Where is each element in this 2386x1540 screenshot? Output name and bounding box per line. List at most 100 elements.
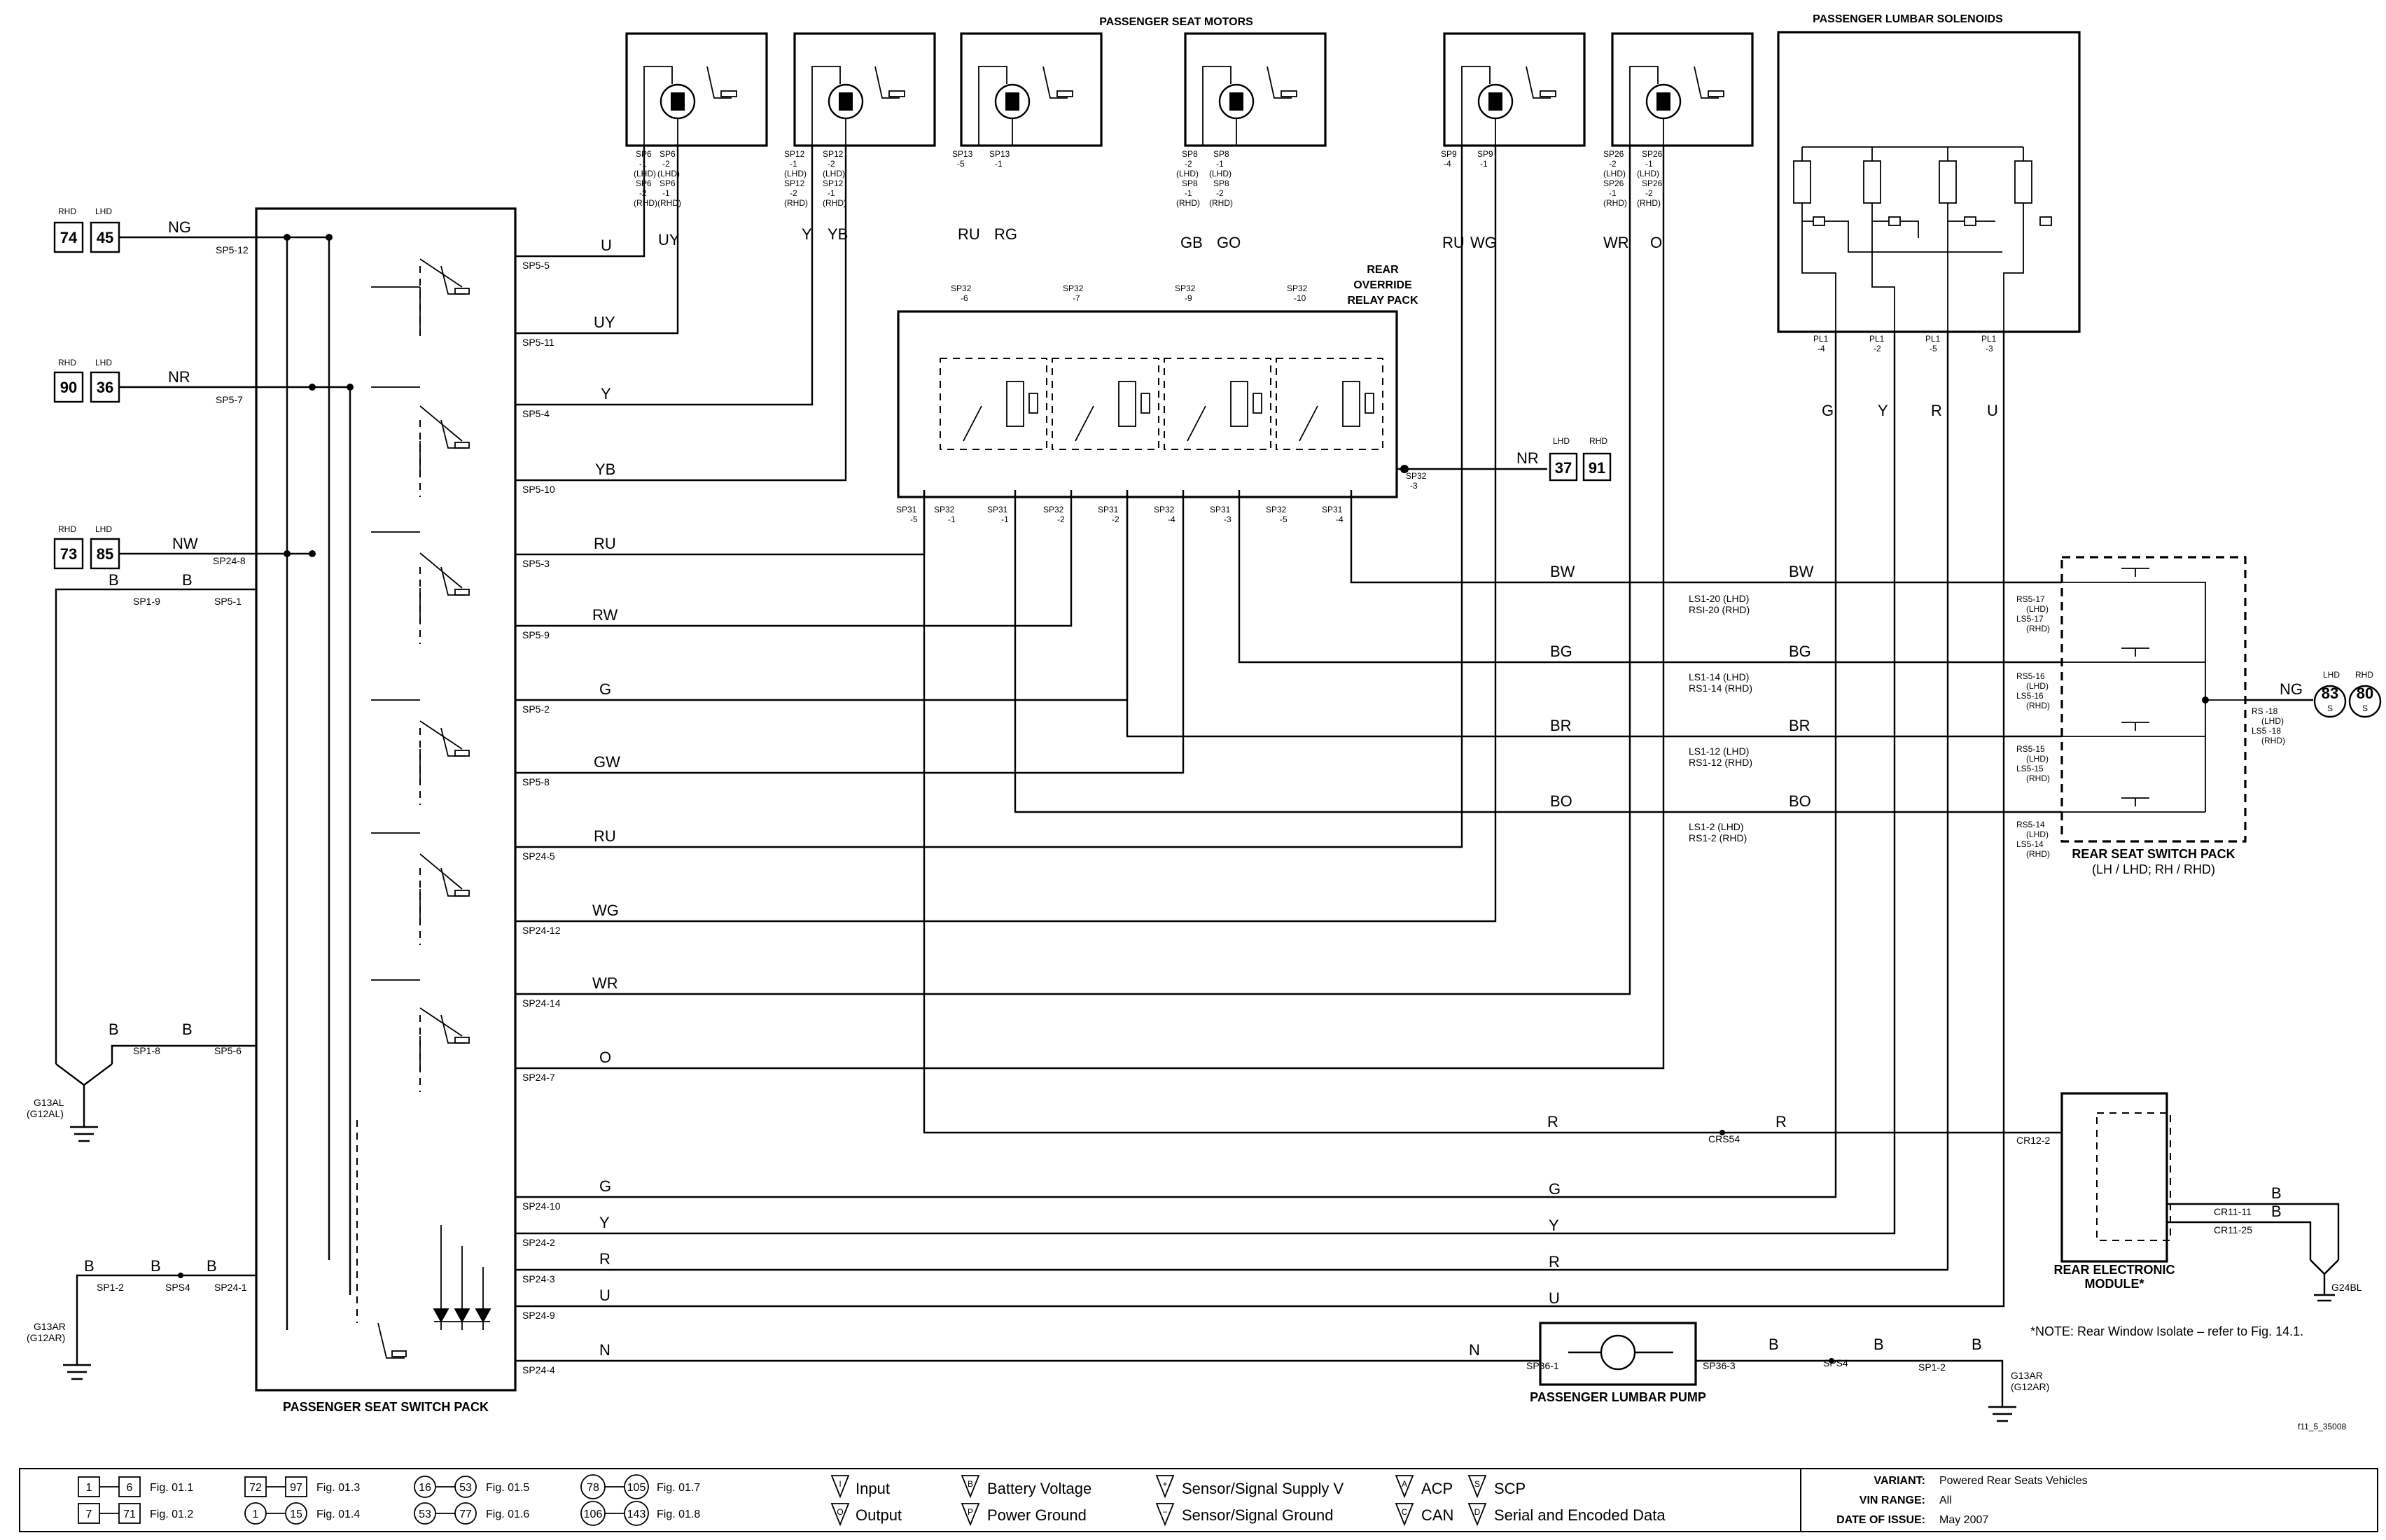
svg-text:PASSENGER SEAT SWITCH PACK: PASSENGER SEAT SWITCH PACK (283, 1400, 489, 1414)
svg-text:SP24-10: SP24-10 (522, 1200, 561, 1212)
svg-text:RG: RG (994, 225, 1017, 243)
svg-text:(G12AL): (G12AL) (27, 1108, 64, 1119)
svg-text:NR: NR (1516, 449, 1539, 467)
svg-text:VIN RANGE:: VIN RANGE: (1860, 1494, 1925, 1506)
svg-text:BW: BW (1550, 563, 1575, 580)
svg-text:SP26: SP26 (1642, 178, 1663, 188)
svg-text:G24BL: G24BL (2331, 1282, 2362, 1293)
svg-text:SP32: SP32 (1175, 284, 1196, 293)
svg-text:RS5-14: RS5-14 (2016, 820, 2045, 830)
svg-text:WR: WR (592, 974, 618, 992)
svg-text:R: R (1547, 1113, 1558, 1130)
junction-dots (178, 234, 2209, 1364)
svg-text:BO: BO (1789, 792, 1811, 810)
svg-text:(LHD): (LHD) (2261, 716, 2284, 726)
lumbar-pin-labels: PL1-4 PL1-2 PL1-5 PL1-3 (1813, 334, 1997, 354)
svg-text:-5: -5 (910, 514, 918, 524)
svg-text:(LHD): (LHD) (1176, 169, 1199, 178)
relay-ground: SP32 -3 NR LHD RHD 37 91 (1397, 436, 1612, 491)
svg-text:77: 77 (459, 1508, 472, 1520)
svg-text:PASSENGER LUMBAR PUMP: PASSENGER LUMBAR PUMP (1530, 1390, 1706, 1404)
svg-text:(LHD): (LHD) (823, 169, 845, 178)
svg-text:GB: GB (1180, 234, 1203, 251)
svg-text:85: 85 (97, 545, 113, 563)
svg-text:I: I (839, 1479, 841, 1489)
svg-text:G13AR: G13AR (34, 1321, 66, 1332)
svg-text:YB: YB (828, 225, 848, 243)
svg-text:WG: WG (1470, 234, 1497, 251)
svg-text:SP12: SP12 (784, 178, 805, 188)
rear-seat-switch-pack: REAR SEAT SWITCH PACK (LH / LHD; RH / RH… (2060, 556, 2247, 876)
svg-text:REAR ELECTRONIC: REAR ELECTRONIC (2053, 1263, 2175, 1277)
svg-text:SP32: SP32 (1043, 505, 1064, 514)
svg-text:CR11-11: CR11-11 (2214, 1206, 2252, 1217)
svg-text:(LHD): (LHD) (1637, 169, 1659, 178)
svg-text:-3: -3 (1986, 344, 1993, 354)
svg-text:S: S (2327, 704, 2333, 713)
svg-text:SP36-3: SP36-3 (1703, 1360, 1736, 1371)
seat-motors (625, 32, 1754, 147)
svg-text:All: All (1939, 1494, 1952, 1506)
svg-text:80: 80 (2357, 685, 2373, 702)
svg-text:SP9: SP9 (1441, 149, 1457, 159)
svg-text:WG: WG (592, 902, 619, 919)
svg-text:DATE OF ISSUE:: DATE OF ISSUE: (1836, 1514, 1925, 1526)
svg-text:SP31: SP31 (896, 505, 917, 514)
svg-text:(RHD): (RHD) (2026, 849, 2050, 859)
svg-text:B: B (151, 1257, 161, 1275)
svg-text:G: G (1822, 402, 1834, 419)
svg-text:53: 53 (459, 1482, 472, 1494)
svg-text:(LHD): (LHD) (1209, 169, 1232, 178)
svg-text:PL1: PL1 (1869, 334, 1885, 344)
svg-text:SP24-5: SP24-5 (522, 850, 555, 862)
svg-text:PL1: PL1 (1981, 334, 1997, 344)
svg-text:S: S (1474, 1479, 1480, 1489)
svg-text:MODULE*: MODULE* (2085, 1277, 2144, 1291)
svg-text:B: B (2271, 1184, 2282, 1202)
svg-text:B: B (1972, 1336, 1982, 1353)
svg-text:SP8: SP8 (1213, 178, 1229, 188)
relay-top-pin-labels: SP32-6 SP32-7 SP32-9 SP32-10 (951, 284, 1308, 303)
svg-text:B: B (109, 1021, 119, 1038)
svg-text:B: B (182, 1021, 193, 1038)
svg-text:SP1-8: SP1-8 (133, 1045, 160, 1056)
svg-text:SP5-4: SP5-4 (522, 408, 550, 419)
svg-text:LHD: LHD (95, 358, 112, 368)
svg-text:G: G (599, 1177, 611, 1195)
svg-text:SP8: SP8 (1182, 178, 1198, 188)
svg-text:May 2007: May 2007 (1939, 1514, 1988, 1526)
svg-text:SP6: SP6 (660, 149, 676, 159)
svg-text:Battery Voltage: Battery Voltage (987, 1480, 1091, 1497)
svg-text:-2: -2 (828, 159, 835, 169)
svg-text:-2: -2 (790, 188, 797, 198)
svg-text:BG: BG (1789, 643, 1811, 660)
svg-text:Output: Output (856, 1506, 902, 1524)
svg-text:U: U (601, 237, 612, 254)
svg-text:ACP: ACP (1421, 1480, 1453, 1497)
svg-text:LS5-17: LS5-17 (2016, 614, 2044, 624)
svg-text:(RHD): (RHD) (1209, 198, 1233, 208)
svg-text:YB: YB (595, 461, 615, 478)
svg-text:106: 106 (584, 1508, 603, 1520)
svg-text:WR: WR (1603, 234, 1629, 251)
seat-icon (706, 66, 1724, 99)
svg-text:(RHD): (RHD) (634, 198, 657, 208)
svg-text:(RHD): (RHD) (1603, 198, 1627, 208)
svg-text:-1: -1 (1216, 159, 1224, 169)
svg-text:SP5-9: SP5-9 (522, 629, 550, 640)
svg-text:B: B (968, 1479, 973, 1489)
svg-text:B: B (2271, 1203, 2282, 1220)
svg-text:71: 71 (123, 1508, 136, 1520)
svg-text:-2: -2 (1609, 159, 1617, 169)
svg-text:SP5-12: SP5-12 (216, 244, 249, 255)
svg-text:SP5-8: SP5-8 (522, 776, 550, 788)
relay-title-3: RELAY PACK (1347, 295, 1418, 307)
svg-text:SP31: SP31 (1098, 505, 1119, 514)
svg-text:-2: -2 (1874, 344, 1881, 354)
svg-text:RW: RW (592, 606, 618, 624)
svg-text:(RHD): (RHD) (2026, 624, 2050, 634)
svg-text:-1: -1 (1609, 188, 1617, 198)
motor-pin-labels: SP6-1 (LHD)SP6 -2(RHD) SP6-2 (LHD)SP6 -1… (634, 149, 1663, 208)
svg-text:-2: -2 (1185, 159, 1192, 169)
